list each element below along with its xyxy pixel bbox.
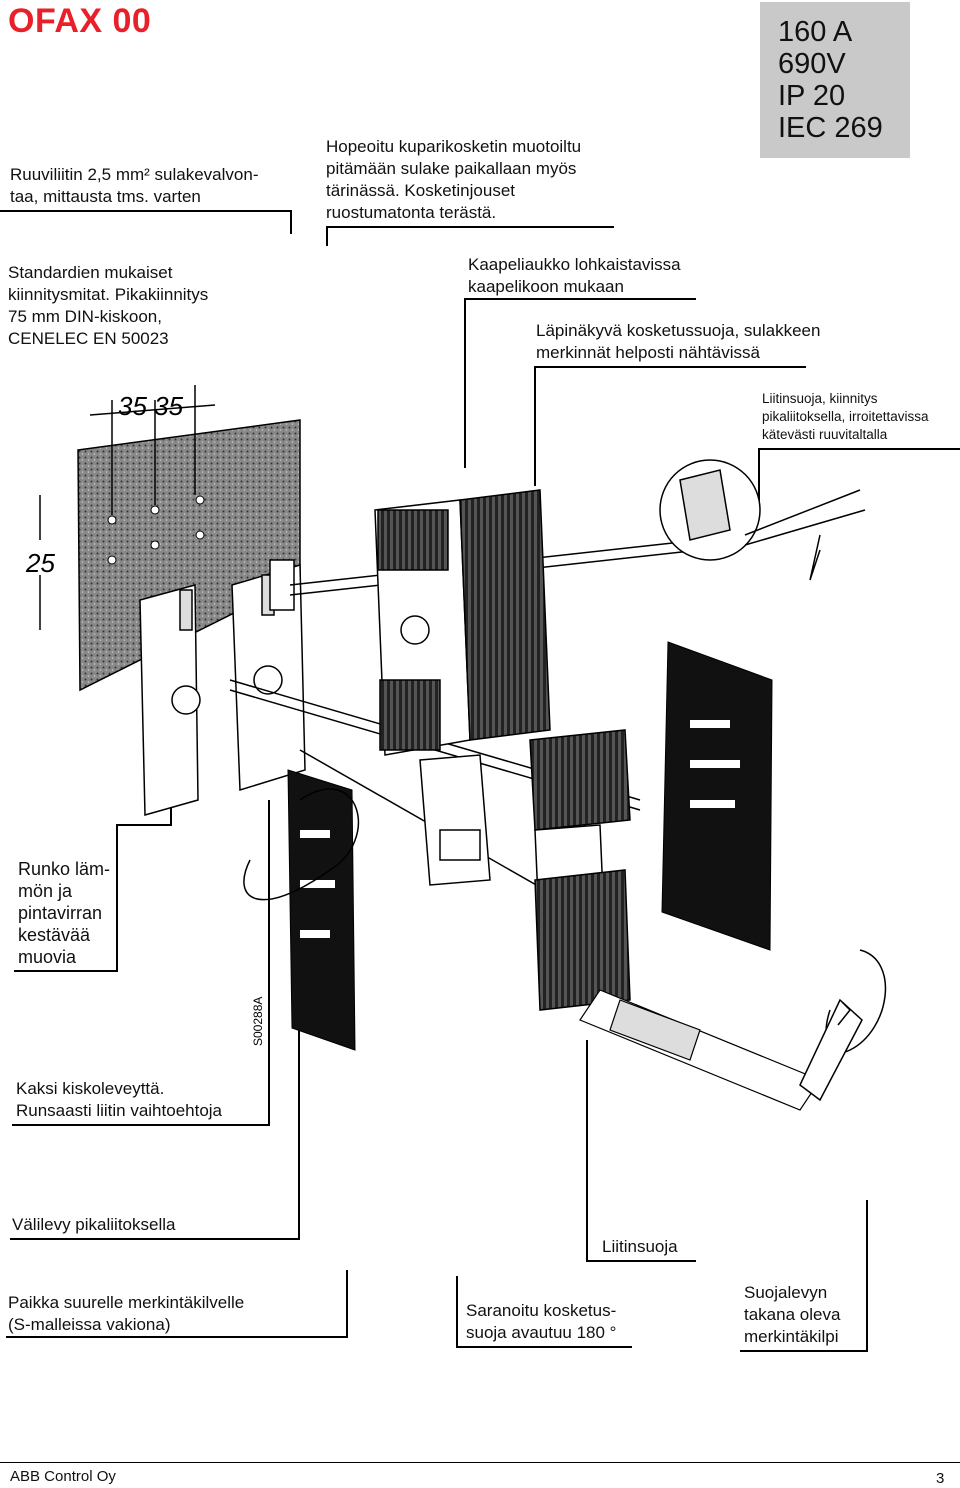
callout-standardien-line1: Standardien mukaiset bbox=[8, 263, 173, 282]
callout-hopeoitu-line3: tärinässä. Kosketinjouset bbox=[326, 181, 515, 200]
callout-saranoitu-line2: suoja avautuu 180 ° bbox=[466, 1323, 617, 1342]
callout-hopeoitu: Hopeoitu kuparikosketin muotoiltu pitämä… bbox=[326, 136, 581, 224]
leader-line bbox=[456, 1346, 632, 1348]
callout-suojalevyn-line3: merkintäkilpi bbox=[744, 1327, 839, 1346]
callout-suojalevyn-line1: Suojalevyn bbox=[744, 1283, 828, 1302]
callout-lapinakyva-line2: merkinnät helposti nähtävissä bbox=[536, 343, 760, 362]
wire-loop bbox=[243, 788, 360, 901]
mounting-hole bbox=[107, 515, 117, 525]
leader-line bbox=[12, 1124, 270, 1126]
callout-runko-line1: Runko läm- bbox=[18, 859, 111, 879]
callout-standardien-line3: 75 mm DIN-kiskoon, bbox=[8, 307, 162, 326]
callout-suojalevyn: Suojalevyn takana oleva merkintäkilpi bbox=[744, 1282, 840, 1348]
callout-paikka: Paikka suurelle merkintäkilvelle (S-mall… bbox=[8, 1292, 244, 1336]
callout-hopeoitu-line2: pitämään sulake paikallaan myös bbox=[326, 159, 577, 178]
callout-liitinsuoja-kiinnitys-line3: kätevästi ruuvitaltalla bbox=[762, 427, 888, 442]
callout-runko-line5: muovia bbox=[18, 947, 77, 967]
callout-liitinsuoja-kiinnitys-line1: Liitinsuoja, kiinnitys bbox=[762, 391, 878, 406]
leader-line bbox=[464, 298, 466, 468]
leader-line bbox=[298, 1000, 300, 1240]
leader-line bbox=[116, 824, 172, 826]
leader-line bbox=[466, 298, 696, 300]
callout-hopeoitu-line4: ruostumatonta terästä. bbox=[326, 203, 497, 222]
dimension-left-label: 25 bbox=[25, 548, 55, 578]
callout-runko-line2: mön ja bbox=[18, 881, 73, 901]
screwdriver-icon bbox=[799, 998, 863, 1102]
footer-company: ABB Control Oy bbox=[10, 1468, 116, 1485]
callout-paikka-line2: (S-malleissa vakiona) bbox=[8, 1315, 171, 1334]
spec-standard: IEC 269 bbox=[778, 112, 883, 144]
footer-page-number: 3 bbox=[936, 1470, 945, 1487]
callout-paikka-line1: Paikka suurelle merkintäkilvelle bbox=[8, 1293, 245, 1312]
dimension-top-label: 35 35 bbox=[118, 391, 184, 421]
leader-line bbox=[534, 366, 536, 486]
hinged-cover bbox=[579, 989, 821, 1111]
leader-line bbox=[326, 226, 328, 246]
callout-valilevy-line1: Välilevy pikaliitoksella bbox=[12, 1215, 176, 1234]
callout-standardien: Standardien mukaiset kiinnitysmitat. Pik… bbox=[8, 262, 208, 350]
fuse-carrier-right bbox=[529, 729, 631, 1011]
leader-line bbox=[758, 448, 760, 506]
callout-hopeoitu-line1: Hopeoitu kuparikosketin muotoiltu bbox=[326, 137, 582, 156]
callout-kaksi: Kaksi kiskoleveyttä. Runsaasti liitin va… bbox=[16, 1078, 222, 1122]
document-title: OFAX 00 bbox=[8, 2, 152, 40]
callout-kaapeliaukko-line2: kaapelikoon mukaan bbox=[468, 277, 624, 296]
leader-line bbox=[740, 1350, 868, 1352]
callout-saranoitu-line1: Saranoitu kosketus- bbox=[466, 1301, 617, 1320]
callout-liitinsuoja-kiinnitys: Liitinsuoja, kiinnitys pikaliitoksella, … bbox=[762, 390, 929, 444]
footer-divider bbox=[0, 1462, 960, 1463]
leader-line bbox=[268, 800, 270, 1126]
callout-standardien-line4: CENELEC EN 50023 bbox=[8, 329, 169, 348]
leader-line bbox=[536, 366, 806, 368]
callout-liitinsuoja-line1: Liitinsuoja bbox=[602, 1237, 678, 1256]
dimension-marks bbox=[39, 385, 216, 630]
exploded-view-drawing: 35 35 25 bbox=[25, 385, 887, 1111]
callout-runko: Runko läm- mön ja pintavirran kestävää m… bbox=[18, 858, 110, 968]
leader-line bbox=[0, 210, 292, 212]
mounting-hole bbox=[195, 495, 205, 505]
leader-line bbox=[586, 1260, 696, 1262]
callout-lapinakyva: Läpinäkyvä kosketussuoja, sulakkeen merk… bbox=[536, 320, 820, 364]
leader-line bbox=[10, 1238, 300, 1240]
leader-line bbox=[6, 1336, 348, 1338]
detail-magnifier bbox=[659, 459, 866, 581]
callout-kaksi-line1: Kaksi kiskoleveyttä. bbox=[16, 1079, 165, 1098]
leader-line bbox=[866, 1200, 868, 1352]
leader-line bbox=[456, 1276, 458, 1348]
leader-line bbox=[586, 1040, 588, 1262]
mounting-hole bbox=[150, 505, 160, 515]
leader-line bbox=[14, 970, 118, 972]
leader-line bbox=[290, 210, 292, 234]
callout-lapinakyva-line1: Läpinäkyvä kosketussuoja, sulakkeen bbox=[536, 321, 821, 340]
spec-current: 160 A bbox=[778, 16, 853, 48]
leader-line bbox=[116, 824, 118, 972]
fuse-base-center bbox=[374, 489, 551, 886]
spec-voltage: 690V bbox=[778, 48, 846, 80]
leader-line bbox=[758, 448, 960, 450]
spec-ip-rating: IP 20 bbox=[778, 80, 846, 112]
leader-line bbox=[346, 1270, 348, 1338]
callout-valilevy: Välilevy pikaliitoksella bbox=[12, 1214, 175, 1236]
mounting-hole bbox=[150, 540, 160, 550]
callout-kaksi-line2: Runsaasti liitin vaihtoehtoja bbox=[16, 1101, 223, 1120]
spec-box: 160 A 690V IP 20 IEC 269 bbox=[760, 2, 910, 158]
drawing-code-label: S00288A bbox=[251, 997, 265, 1046]
mounting-hole bbox=[107, 555, 117, 565]
cover-shield bbox=[287, 641, 773, 1051]
callout-runko-line3: pintavirran bbox=[18, 903, 103, 923]
callout-ruuviliitin: Ruuviliitin 2,5 mm² sulakevalvon- taa, m… bbox=[10, 164, 258, 208]
callout-liitinsuoja-kiinnitys-line2: pikaliitoksella, irroitettavissa bbox=[762, 409, 929, 424]
mounting-hole bbox=[195, 530, 205, 540]
callout-saranoitu: Saranoitu kosketus- suoja avautuu 180 ° bbox=[466, 1300, 616, 1344]
callout-ruuviliitin-line1: Ruuviliitin 2,5 mm² sulakevalvon- bbox=[10, 165, 259, 184]
callout-suojalevyn-line2: takana oleva bbox=[744, 1305, 841, 1324]
cover-shield-slots bbox=[300, 720, 740, 938]
leader-line bbox=[326, 226, 614, 228]
callout-runko-line4: kestävää bbox=[18, 925, 91, 945]
callout-liitinsuoja: Liitinsuoja bbox=[602, 1236, 678, 1258]
callout-ruuviliitin-line2: taa, mittausta tms. varten bbox=[10, 187, 201, 206]
callout-standardien-line2: kiinnitysmitat. Pikakiinnitys bbox=[8, 285, 209, 304]
callout-kaapeliaukko: Kaapeliaukko lohkaistavissa kaapelikoon … bbox=[468, 254, 681, 298]
callout-kaapeliaukko-line1: Kaapeliaukko lohkaistavissa bbox=[468, 255, 681, 274]
